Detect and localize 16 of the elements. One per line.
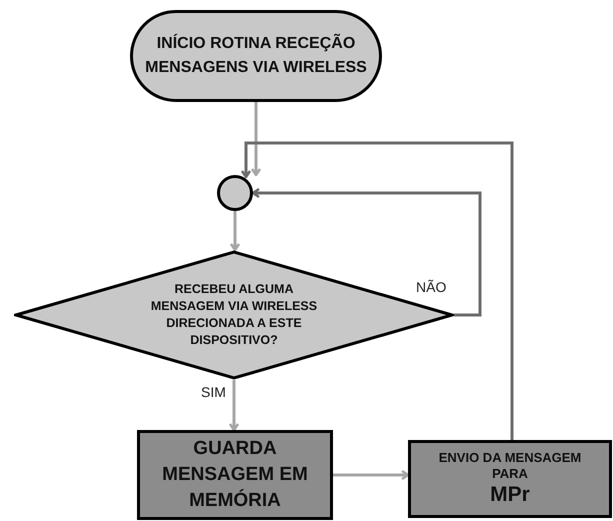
arrow — [333, 470, 410, 480]
decision-diamond — [14, 250, 454, 380]
arrow — [252, 188, 482, 316]
terminal-text: INÍCIO ROTINA RECEÇÃO MENSAGENS VIA WIRELESS — [144, 32, 368, 78]
process-text: ENVIO DA MENSAGEM PARA — [438, 450, 582, 482]
arrow — [228, 380, 240, 432]
process-text: MPr — [490, 482, 530, 508]
edge-label: SIM — [199, 384, 228, 400]
process-box — [137, 430, 333, 520]
decision-text: RECEBEU ALGUMA MENSAGEM VIA WIRELESS DIRECIONADA A ESTE DISPOSITIVO? — [150, 281, 318, 349]
edge-label: NÃO — [414, 279, 448, 295]
arrow — [240, 142, 514, 440]
process-text: GUARDA MENSAGEM EM MEMÓRIA — [161, 437, 309, 513]
process-box — [408, 440, 612, 518]
arrow — [250, 102, 262, 176]
arrow — [230, 211, 240, 252]
